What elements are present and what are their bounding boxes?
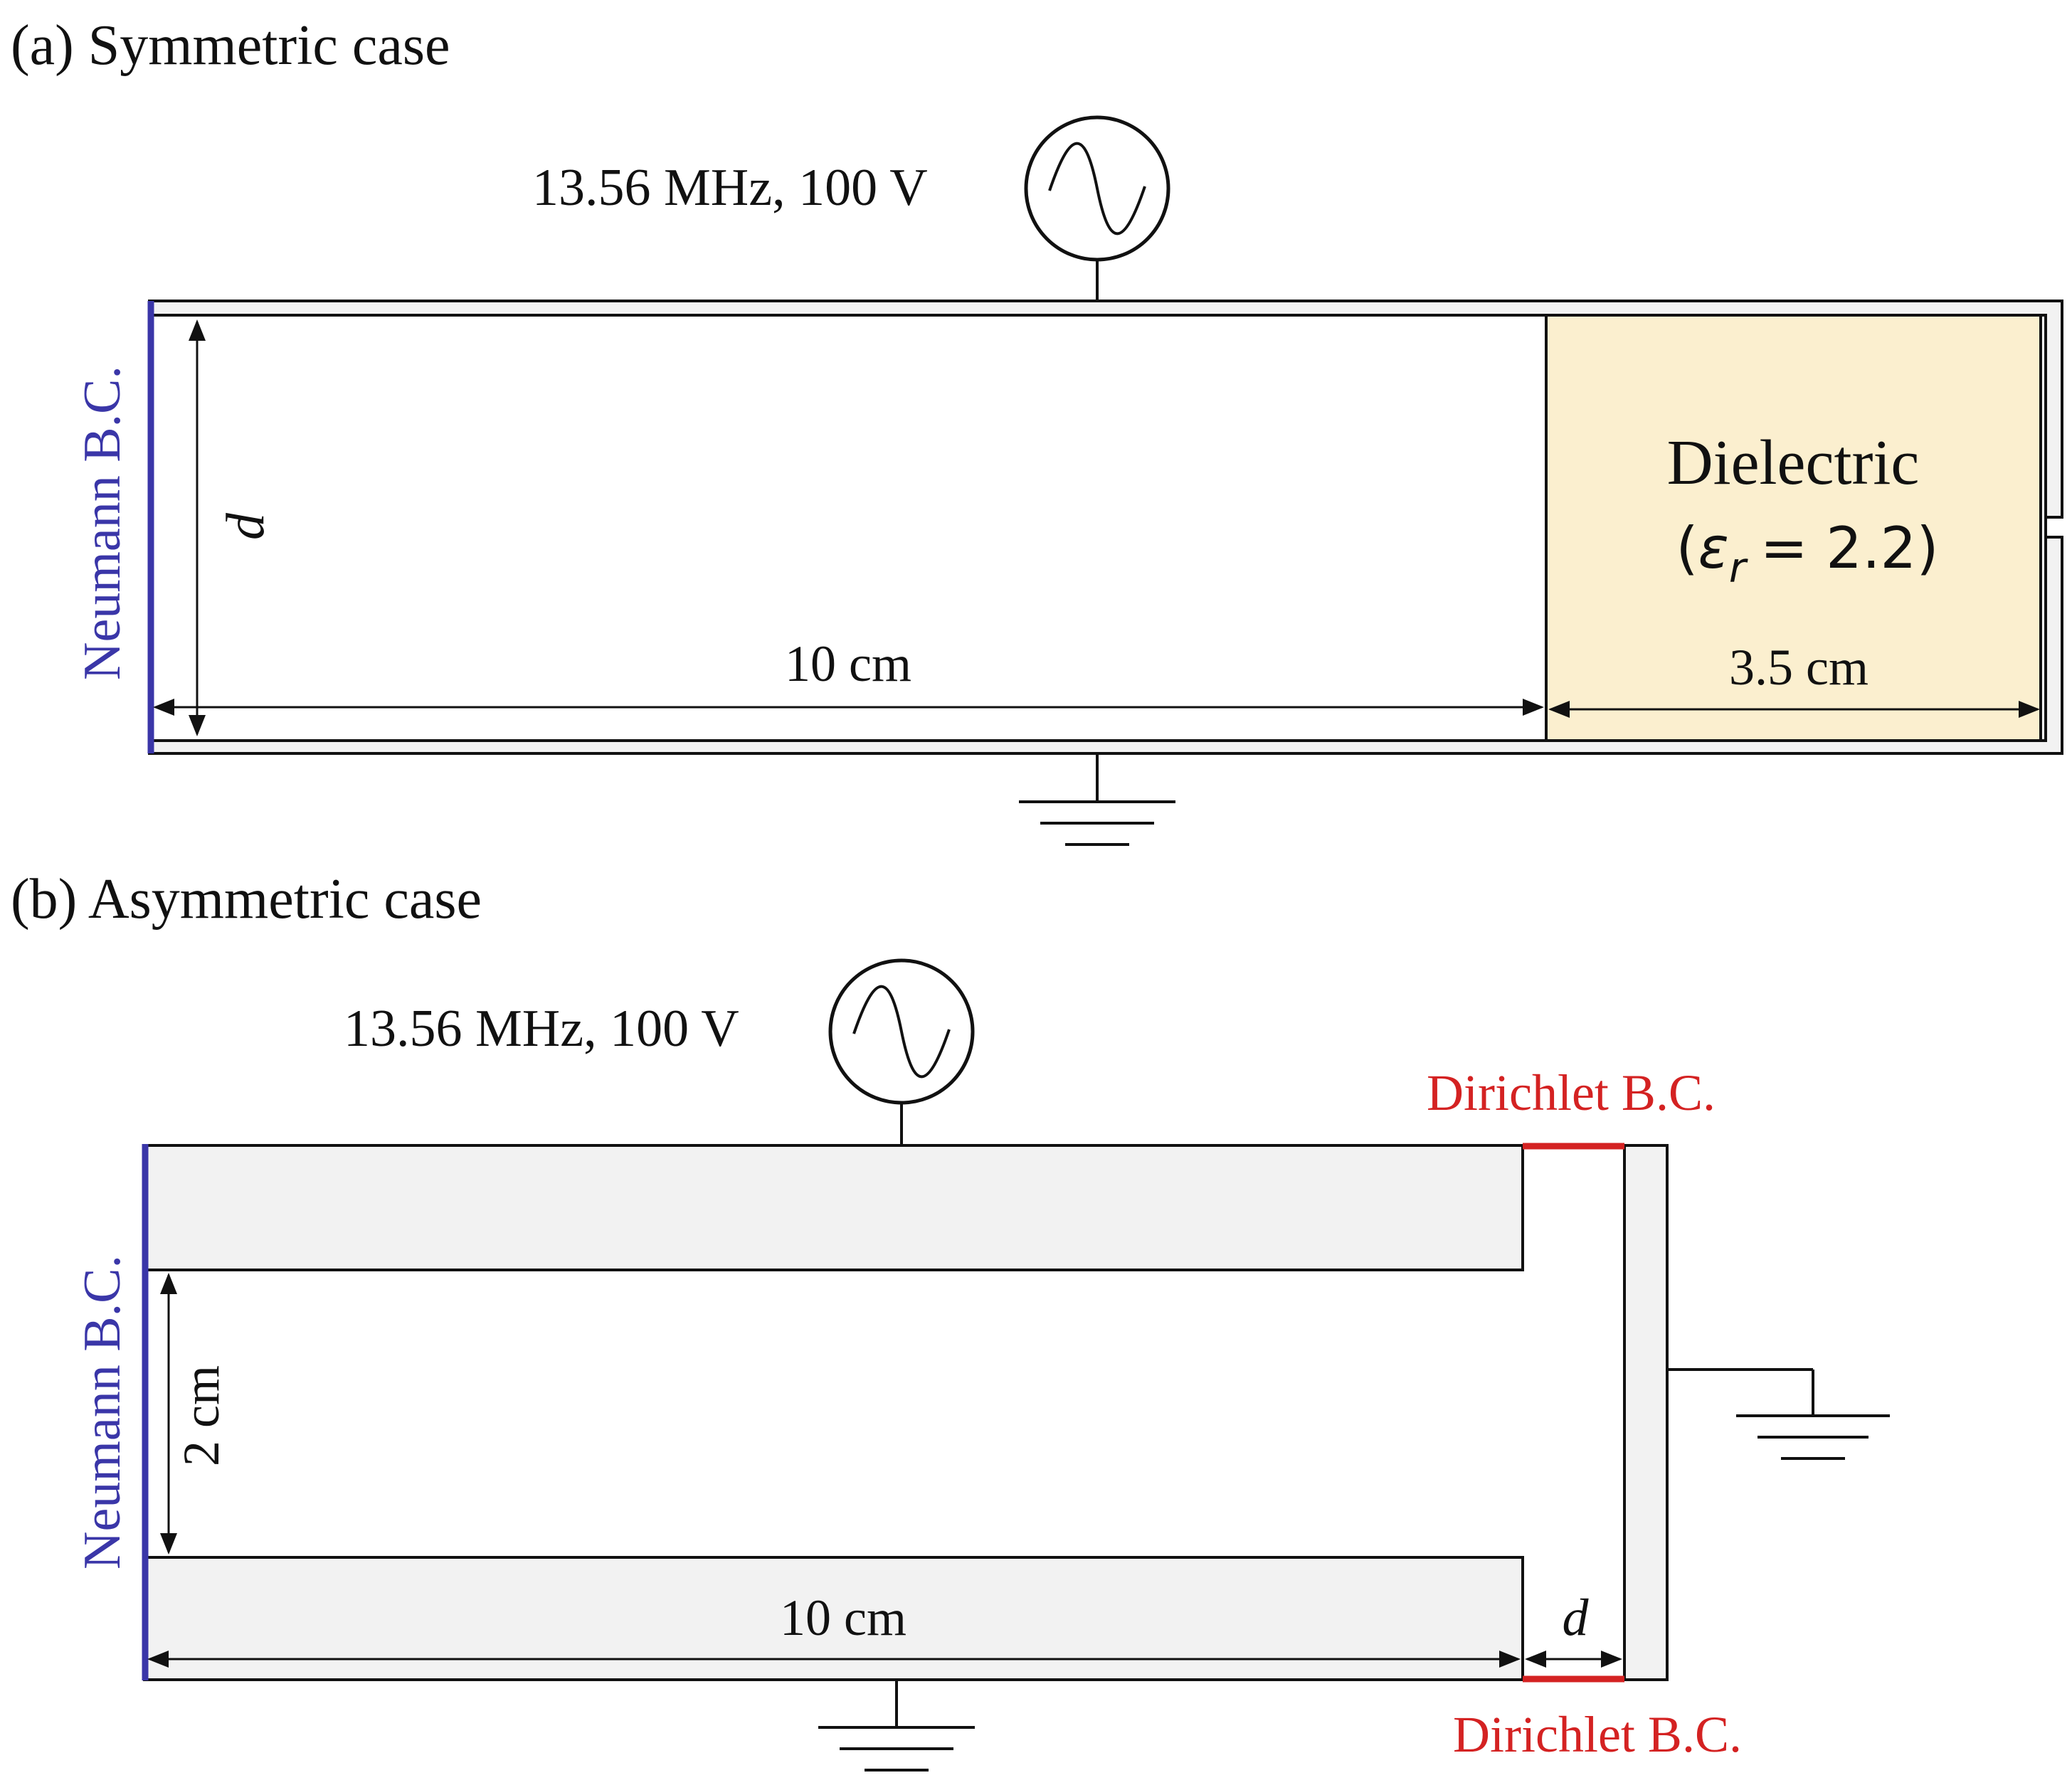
panel-b-dirichlet-bottom-label: Dirichlet B.C. <box>1453 1706 1742 1763</box>
panel-a-title: (a) Symmetric case <box>11 14 450 77</box>
panel-a-ground-icon <box>1019 753 1175 846</box>
panel-b-gap-label: 2 cm <box>173 1365 230 1466</box>
panel-b-neumann-label: Neumann B.C. <box>73 1255 132 1569</box>
panel-b-bottom-ground-icon <box>818 1680 975 1772</box>
panel-b-right-ground-icon <box>1667 1368 1890 1460</box>
panel-b-title: (b) Asymmetric case <box>11 868 482 931</box>
panel-b-dirichlet-top-label: Dirichlet B.C. <box>1427 1064 1716 1121</box>
panel-b-source-label: 13.56 MHz, 100 V <box>344 1000 739 1058</box>
panel-a-gap-label: d <box>216 512 275 540</box>
panel-b-top-electrode <box>143 1144 1524 1271</box>
panel-b-ac-source-icon <box>828 958 975 1145</box>
panel-a-dielectric-length-label: 3.5 cm <box>1729 639 1868 696</box>
panel-b: (b) Asymmetric case 13.56 MHz, 100 V Dir… <box>11 868 1890 1772</box>
panel-a-dielectric-label: Dielectric <box>1667 428 1920 498</box>
panel-b-side-gap-label: d <box>1563 1589 1590 1647</box>
panel-a-dielectric-block <box>1545 314 2042 742</box>
panel-a-permittivity-label: (εr= 2.2) <box>1676 515 1938 592</box>
panel-a-source-label: 13.56 MHz, 100 V <box>532 159 928 217</box>
panel-a-ac-source-icon <box>1024 115 1170 301</box>
panel-a: (a) Symmetric case 13.56 MHz, 100 V Diel… <box>11 14 2063 846</box>
panel-a-neumann-label: Neumann B.C. <box>73 366 132 680</box>
panel-b-right-electrode <box>1623 1144 1669 1681</box>
panel-b-length-label: 10 cm <box>780 1589 906 1646</box>
panel-a-length-label: 10 cm <box>785 635 911 692</box>
